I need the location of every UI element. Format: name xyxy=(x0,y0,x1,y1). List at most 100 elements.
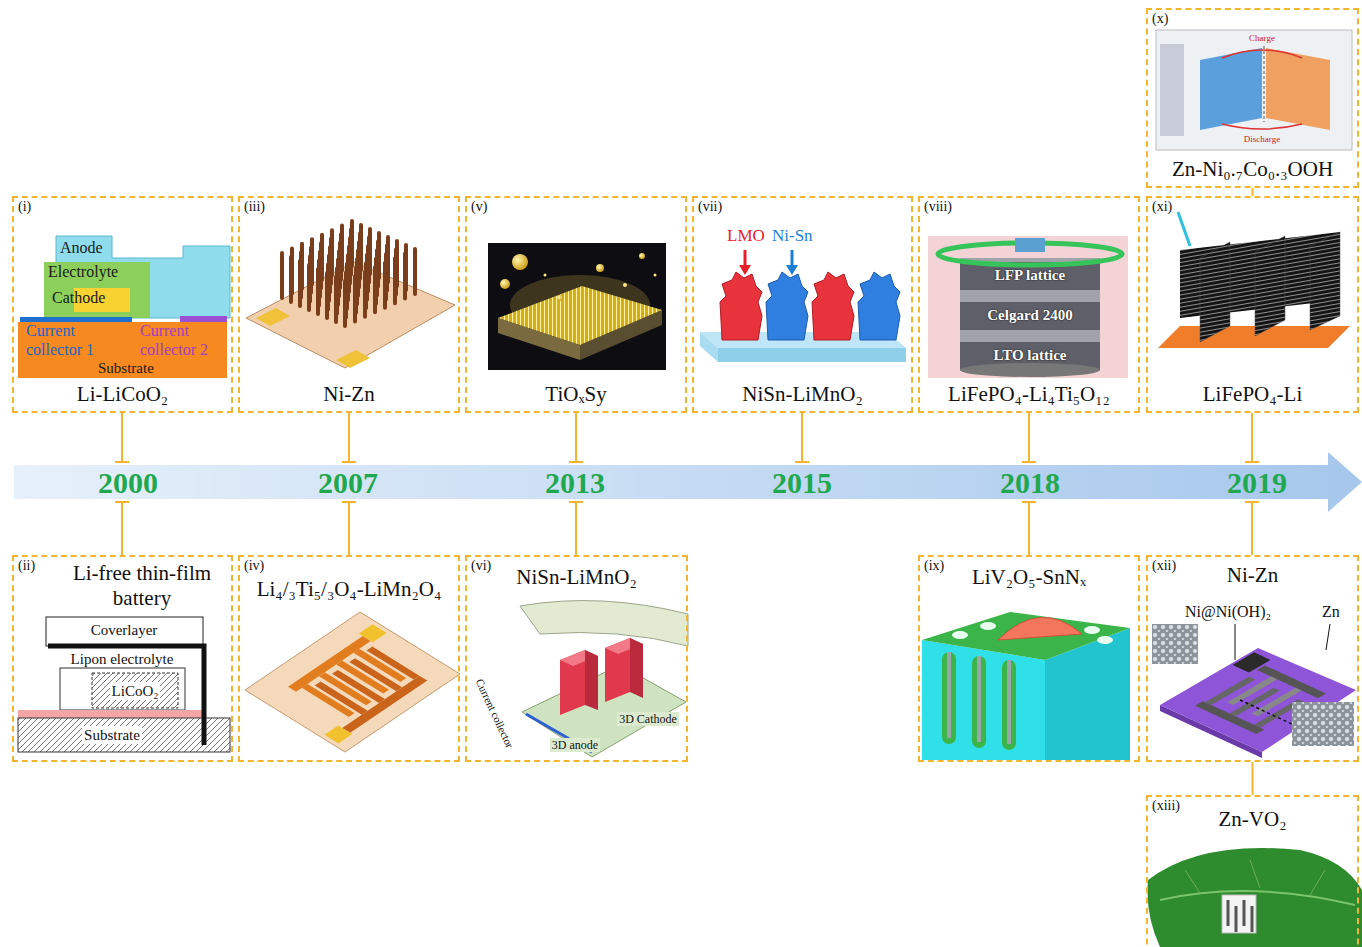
part-label: LMO xyxy=(727,226,765,246)
part-label: 3D Cathode xyxy=(617,712,679,726)
part-label: Cathode xyxy=(52,288,105,307)
trench-electrode-block-part xyxy=(998,617,1082,640)
part-label: Current collector xyxy=(472,677,516,750)
printed-lattice-walls-part xyxy=(1310,232,1340,330)
tios-surface-image-part xyxy=(512,254,528,270)
printed-lattice-walls-part xyxy=(1200,242,1230,342)
lattice-stack-photo-part xyxy=(960,302,1100,330)
chemistry-label: NiSn-LiMnO₂ xyxy=(516,565,637,590)
figure-index: (vii) xyxy=(698,199,722,216)
leaf-battery-photo-part xyxy=(1222,895,1256,933)
pillar-electrodes-part xyxy=(791,250,794,266)
lattice-stack-photo xyxy=(928,236,1128,378)
part-label: LiCoO₂ xyxy=(110,682,161,700)
chemistry-label: NiSn-LiMnO₂ xyxy=(742,382,863,407)
tios-surface-image-part xyxy=(544,274,547,277)
microbattery-chip-part xyxy=(1240,700,1292,724)
figure-index: (xii) xyxy=(1152,558,1176,575)
chemistry-label: Li₄/₃Ti₅/₃O₄-LiMn₂O₄ xyxy=(257,577,442,602)
trench-electrode-block-part xyxy=(1097,636,1113,644)
nanopillar-array-part-part xyxy=(345,249,415,326)
lattice-stack-photo-part xyxy=(960,363,1100,377)
pillar-electrodes-part xyxy=(812,272,854,340)
chemistry-label: Ni-Zn xyxy=(1227,563,1278,588)
flexible-battery-figure xyxy=(1156,30,1352,150)
thin-film-cross-section-part xyxy=(48,646,204,745)
figure-index: (v) xyxy=(471,199,487,216)
flexible-battery-figure-part xyxy=(1156,30,1352,150)
year-stubs-part xyxy=(115,413,1259,462)
layer-stack-figure-part xyxy=(20,317,132,322)
chemistry-label: Ni-Zn xyxy=(323,382,374,407)
pillar-electrodes-part xyxy=(720,272,762,340)
pillar-electrodes xyxy=(700,250,906,362)
trench-electrode-block-part xyxy=(1002,660,1016,750)
trench-electrode-block-part xyxy=(922,640,1045,760)
pillar-electrodes-part xyxy=(718,348,906,362)
lattice-stack-photo-part xyxy=(1015,238,1045,252)
part-label: Lipon electrolyte xyxy=(71,650,174,668)
part-label: Ni@Ni(OH)₂ xyxy=(1185,602,1271,621)
timeline-arrow-part xyxy=(14,452,1362,512)
flexible-battery-figure-part xyxy=(1264,46,1265,122)
timeline-box: (xiii)Zn-VO₂ xyxy=(1146,795,1359,947)
interdigitated-electrodes-part-part xyxy=(359,624,387,642)
timeline-box: (i)Li-LiCoO₂ xyxy=(12,196,233,413)
tios-surface-image-part xyxy=(623,283,627,287)
microbattery-chip-part xyxy=(1292,702,1354,746)
chemistry-label: Zn-VO₂ xyxy=(1219,807,1287,832)
year-label: 2007 xyxy=(318,465,378,501)
pillar-electrodes-part xyxy=(739,265,751,275)
chemistry-label: TiOₓSy xyxy=(545,382,606,407)
printed-lattice-walls-part xyxy=(1158,326,1350,348)
timeline-box: (iv)Li₄/₃Ti₅/₃O₄-LiMn₂O₄ xyxy=(238,555,460,762)
part-label: Electrolyte xyxy=(48,262,118,281)
flexible-battery-figure-part xyxy=(1200,48,1262,130)
year-label: 2019 xyxy=(1227,465,1287,501)
tios-surface-image xyxy=(488,243,666,370)
figure-index: (vi) xyxy=(471,558,491,575)
timeline-box: (viii)LiFePO₄-Li₄Ti₅O₁₂ xyxy=(918,196,1140,413)
tios-surface-image-part xyxy=(500,279,510,289)
printed-lattice-walls-part xyxy=(1255,236,1285,336)
part-label: Anode xyxy=(60,238,103,257)
trench-electrode-block-part xyxy=(947,652,951,738)
tios-surface-image-part xyxy=(557,295,563,301)
microbattery-chip-part xyxy=(1160,648,1356,752)
timeline-box: (ix)LiV₂O₅-SnNₓ xyxy=(918,555,1140,762)
thin-film-cross-section xyxy=(18,617,230,752)
year-stubs-part xyxy=(115,502,1259,555)
trench-electrode-block-part xyxy=(972,656,986,748)
trench-electrode-block-part xyxy=(952,631,968,639)
chemistry-label: Li-LiCoO₂ xyxy=(77,382,168,407)
part-label: Celgard 2400 xyxy=(987,306,1072,324)
connector-line xyxy=(1252,762,1254,795)
printed-lattice-walls-part xyxy=(1178,212,1190,246)
3d-electrode-schematic-part xyxy=(585,650,598,710)
year-label: 2000 xyxy=(98,465,158,501)
interdigitated-electrodes xyxy=(245,612,460,752)
nanopillar-array-part xyxy=(282,221,415,326)
figure-index: (xi) xyxy=(1152,199,1172,216)
trench-electrode-block-part xyxy=(977,656,981,742)
leaf-battery-photo-part xyxy=(1228,900,1252,932)
part-label: Coverlayer xyxy=(91,621,158,639)
thin-film-cross-section-part xyxy=(60,668,185,710)
chemistry-label: Zn-Ni₀.₇Co₀.₃OOH xyxy=(1172,157,1333,182)
lattice-stack-photo-part xyxy=(960,258,1100,370)
flexible-battery-figure-part xyxy=(1160,44,1184,136)
interdigitated-electrodes-part-part xyxy=(324,725,352,743)
tios-surface-image-part xyxy=(596,264,604,272)
thin-film-cross-section-part xyxy=(92,673,178,708)
year-stubs xyxy=(115,413,1259,555)
pillar-electrodes-part xyxy=(786,265,798,275)
layer-stack-figure-part xyxy=(180,316,227,322)
part-label: Ni-Sn xyxy=(772,226,813,246)
3d-electrode-schematic-part xyxy=(522,665,686,757)
microbattery-chip-part xyxy=(1235,624,1330,660)
thin-film-cross-section-part xyxy=(46,617,203,646)
tios-surface-image-part xyxy=(488,243,666,370)
part-label: LFP lattice xyxy=(995,266,1065,284)
3d-electrode-schematic xyxy=(520,601,688,757)
interdigitated-electrodes-part-part xyxy=(367,647,420,680)
